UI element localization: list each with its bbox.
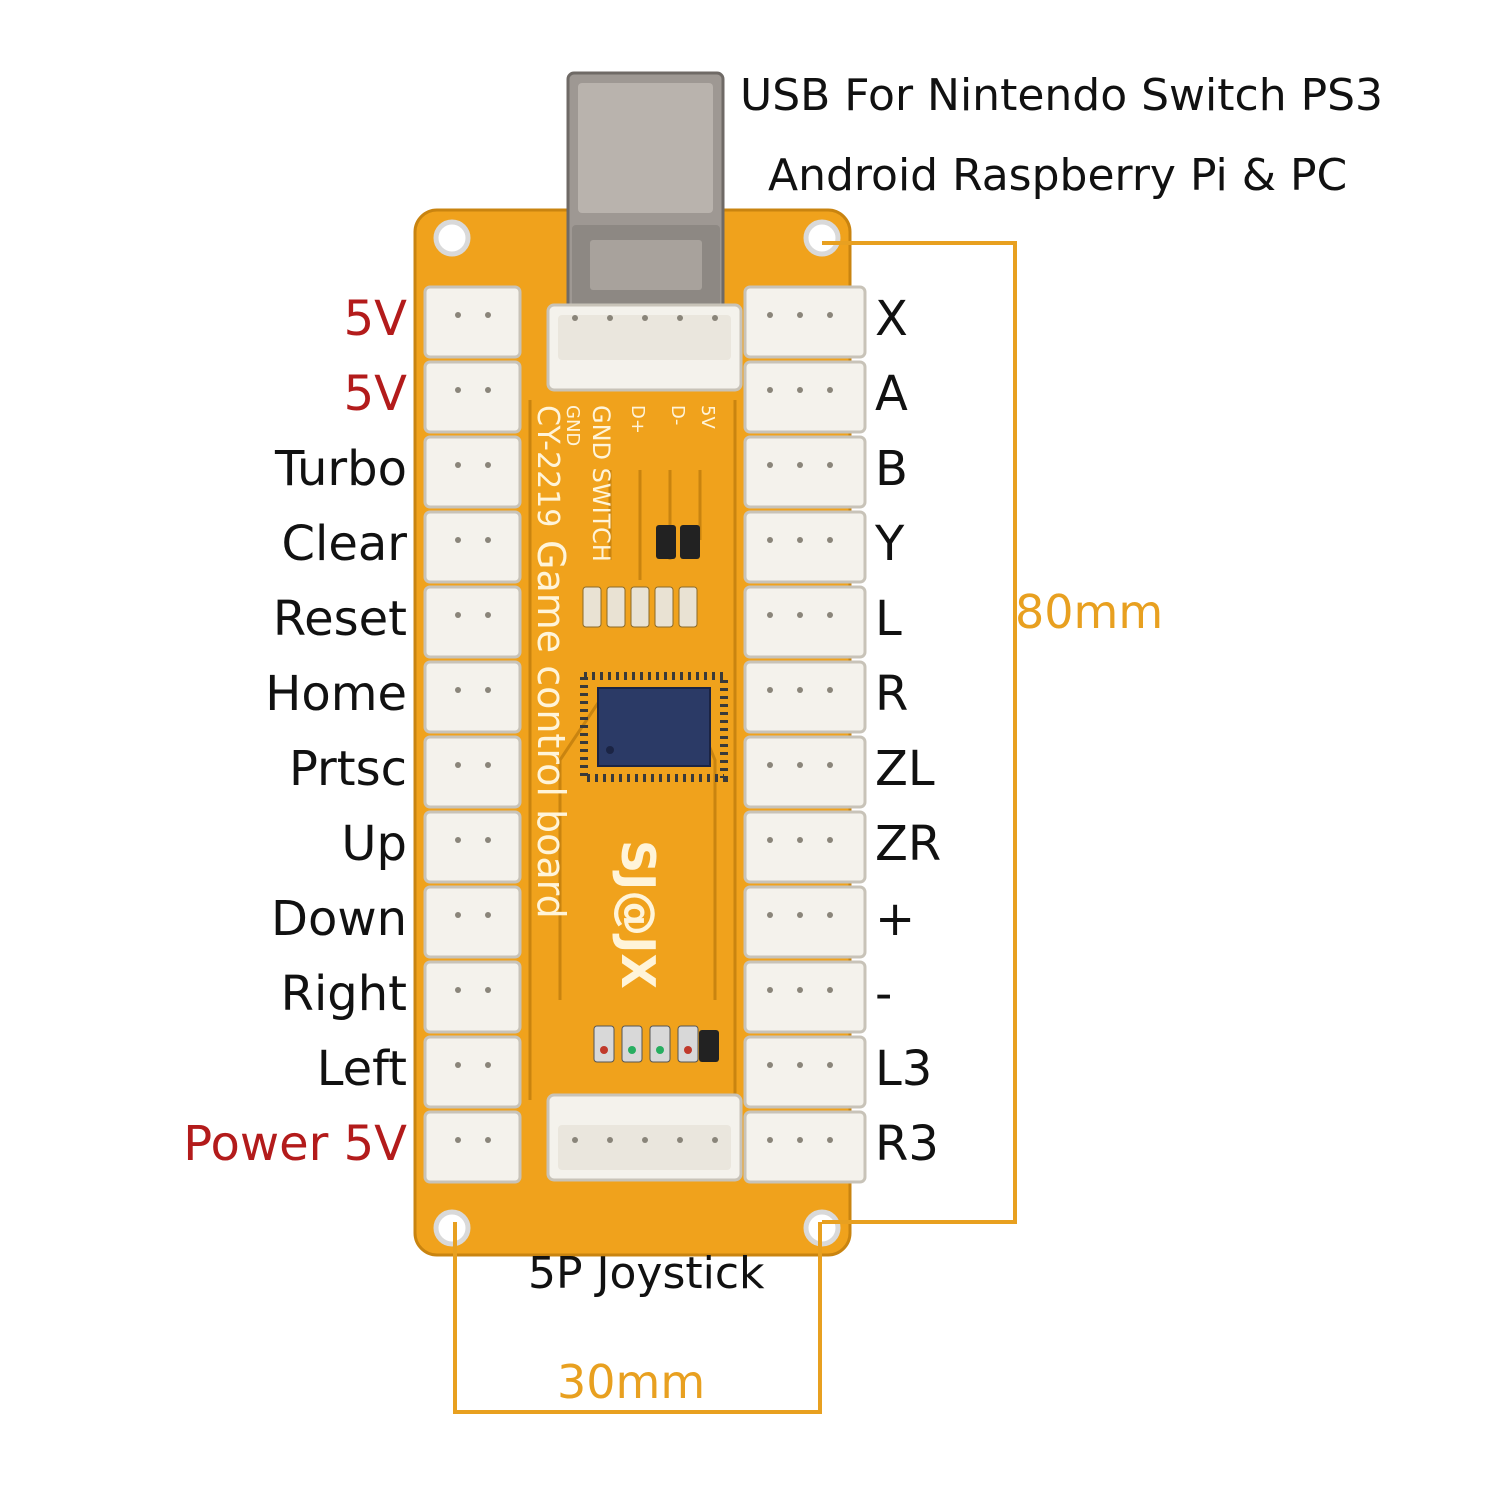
- right-pin-label: L: [875, 591, 902, 647]
- left-pin-label: Prtsc: [288, 741, 407, 797]
- left-3pin-connector: [423, 735, 522, 809]
- left-pin-label: 5V: [343, 366, 407, 422]
- board-pin-dplus: D+: [627, 405, 648, 434]
- left-3pin-connector: [423, 435, 522, 509]
- right-pin-label: A: [875, 366, 908, 422]
- right-3pin-connector: [743, 1035, 867, 1109]
- left-pin-label: Clear: [281, 516, 407, 572]
- right-3pin-connector: [743, 1110, 867, 1184]
- board-switch-text: GND SWITCH: [587, 405, 615, 562]
- board-model-text: CY-2219: [530, 405, 565, 527]
- left-pin-label: Reset: [272, 591, 407, 647]
- left-pin-label: 5V: [343, 291, 407, 347]
- right-3pin-connector: [743, 735, 867, 809]
- right-3pin-connector: [743, 360, 867, 434]
- led-row: [593, 1025, 719, 1063]
- right-3pin-connector: [743, 510, 867, 584]
- right-pin-label: ZL: [875, 741, 935, 797]
- left-3pin-connector: [423, 585, 522, 659]
- top-5pin-connector: [546, 303, 743, 392]
- left-pin-label: Down: [270, 891, 407, 947]
- microcontroller-chip: [580, 672, 728, 782]
- right-pin-label: X: [875, 291, 908, 347]
- height-dimension-label: 80mm: [1015, 585, 1164, 639]
- left-3pin-connector: [423, 1035, 522, 1109]
- silkscreen-text: Game control board CY-2219 GND SWITCH GN…: [529, 405, 718, 989]
- left-connector-column: [423, 285, 522, 1184]
- left-3pin-connector: [423, 885, 522, 959]
- connector-pins: [455, 312, 833, 1143]
- left-pin-label: Right: [280, 966, 407, 1022]
- left-pin-label: Left: [316, 1041, 407, 1097]
- right-3pin-connector: [743, 285, 867, 359]
- left-3pin-connector: [423, 285, 522, 359]
- right-3pin-connector: [743, 585, 867, 659]
- left-3pin-connector: [423, 660, 522, 734]
- right-pin-label: R: [875, 666, 909, 722]
- left-3pin-connector: [423, 1110, 522, 1184]
- dimension-lines: [453, 241, 1017, 1414]
- right-pin-label: L3: [875, 1041, 933, 1097]
- right-3pin-connector: [743, 885, 867, 959]
- width-dimension-line: [453, 1222, 822, 1414]
- right-pin-label: R3: [875, 1116, 939, 1172]
- left-3pin-connector: [423, 810, 522, 884]
- board-pin-5v: 5V: [697, 405, 718, 429]
- right-3pin-connector: [743, 660, 867, 734]
- right-pin-label: -: [875, 966, 893, 1022]
- left-3pin-connector: [423, 510, 522, 584]
- left-pin-label: Turbo: [274, 441, 407, 497]
- board-brand-text: SJ@JX: [611, 840, 665, 989]
- board-pin-dminus: D-: [667, 405, 688, 425]
- right-3pin-connector: [743, 960, 867, 1034]
- right-connector-column: [743, 285, 867, 1184]
- usb-label-line2: Android Raspberry Pi & PC: [768, 150, 1348, 201]
- right-pin-label: Y: [875, 516, 905, 572]
- width-dimension-label: 30mm: [557, 1355, 706, 1409]
- usb-label-line1: USB For Nintendo Switch PS3: [740, 70, 1384, 121]
- board-pin-gnd: GND: [562, 405, 583, 446]
- left-pin-label: Power 5V: [183, 1116, 407, 1172]
- left-3pin-connector: [423, 960, 522, 1034]
- joystick-label: 5P Joystick: [528, 1248, 765, 1299]
- right-3pin-connector: [743, 435, 867, 509]
- usb-b-connector: [566, 71, 725, 312]
- right-3pin-connector: [743, 810, 867, 884]
- left-pin-label: Home: [265, 666, 407, 722]
- board-title-text: Game control board: [529, 540, 573, 919]
- resistor-array: [582, 525, 700, 628]
- left-pin-label: Up: [341, 816, 407, 872]
- right-pin-label: B: [875, 441, 908, 497]
- right-pin-label: +: [875, 891, 916, 947]
- height-dimension-line: [822, 241, 1017, 1224]
- right-pin-label: ZR: [875, 816, 942, 872]
- left-3pin-connector: [423, 360, 522, 434]
